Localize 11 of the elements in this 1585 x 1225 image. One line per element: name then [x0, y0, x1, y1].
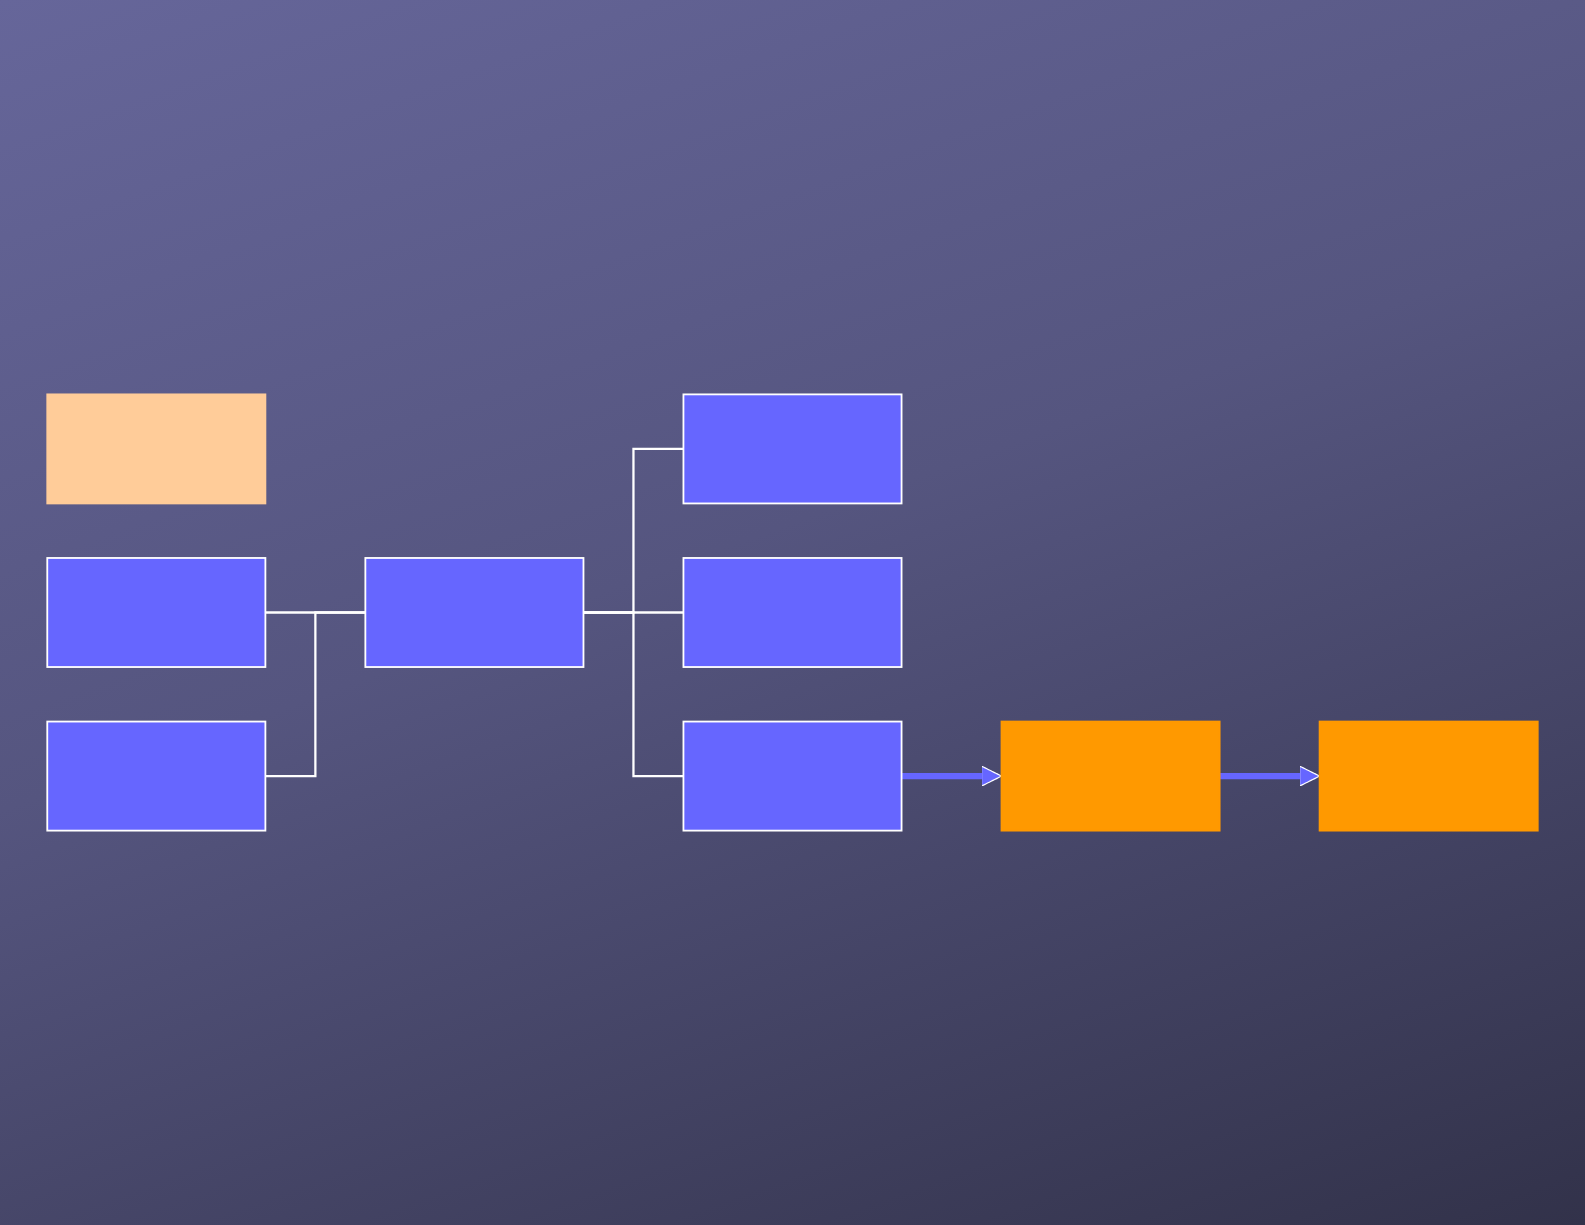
node-box [682, 557, 903, 668]
node-box [46, 557, 267, 668]
node-box [364, 557, 585, 668]
connector [583, 611, 684, 778]
node-box [1000, 720, 1221, 832]
node-box [682, 393, 903, 505]
connector [265, 611, 366, 778]
node-box [46, 393, 267, 505]
node-box [46, 720, 267, 832]
node-box [1318, 720, 1539, 832]
node-box [682, 720, 903, 832]
